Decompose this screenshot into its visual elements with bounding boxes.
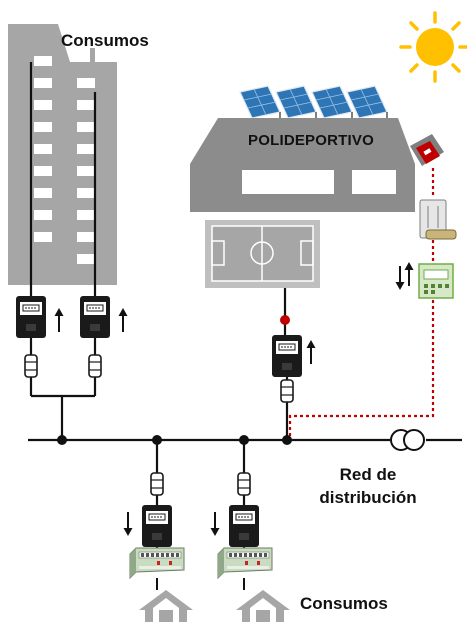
distribution-board-icon	[217, 547, 273, 579]
wiring	[28, 62, 462, 548]
arrow-up-icon	[117, 307, 129, 333]
house-icon	[139, 590, 193, 622]
consumos-bottom-label: Consumos	[300, 594, 388, 613]
protection-switch-icon	[419, 199, 457, 240]
injection-line	[288, 168, 435, 440]
arrow-down-icon	[122, 511, 134, 537]
fuse-icon	[150, 472, 164, 496]
sports-center-building	[190, 118, 415, 288]
football-field	[211, 225, 314, 282]
building-windows	[34, 56, 95, 264]
arrow-up-icon	[53, 307, 65, 333]
junction-dots	[57, 435, 292, 445]
apartment-building	[8, 24, 117, 285]
transformer-icon	[390, 429, 425, 451]
arrow-down-icon	[209, 511, 221, 537]
fuse-icon	[88, 354, 102, 378]
house-icon	[236, 590, 290, 622]
sun-icon	[399, 11, 467, 83]
electric-meter-icon	[271, 334, 303, 378]
inverter-icon	[410, 134, 444, 166]
generation-point	[280, 315, 290, 325]
electric-meter-icon	[15, 295, 47, 339]
fuse-icon	[280, 379, 294, 403]
fuse-icon	[24, 354, 38, 378]
bidirectional-arrows-icon	[394, 261, 415, 291]
consumos-top-label: Consumos	[61, 31, 149, 50]
arrow-up-icon	[305, 339, 317, 365]
distribution-board-icon	[129, 547, 185, 579]
building-title: POLIDEPORTIVO	[248, 132, 374, 149]
electric-meter-icon	[141, 504, 173, 548]
red-distribucion-label: Red de distribución	[319, 465, 417, 507]
fuse-icon	[237, 472, 251, 496]
electric-meter-icon	[228, 504, 260, 548]
bidirectional-meter-icon	[418, 263, 454, 299]
electric-meter-icon	[79, 295, 111, 339]
